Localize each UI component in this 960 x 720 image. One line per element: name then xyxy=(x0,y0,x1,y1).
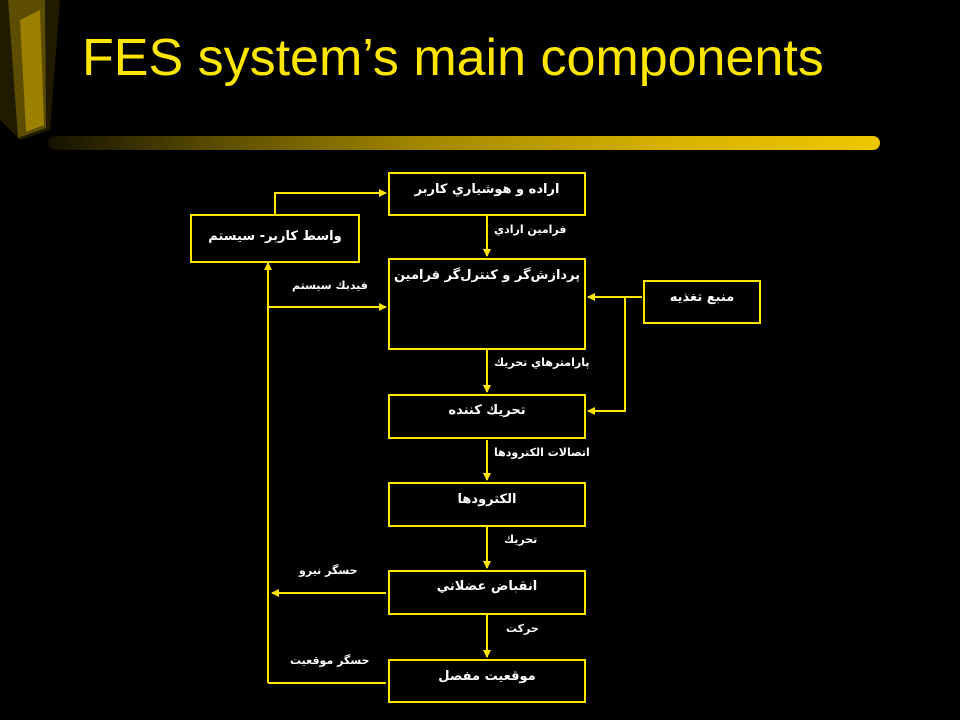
slide-title: FES system’s main components xyxy=(82,29,824,87)
box-processor-controller: پردازش‌گر و كنترل‌گر فرامين xyxy=(388,258,586,350)
box-muscle-contraction: انقباض عضلاني xyxy=(388,570,586,615)
box-user-will: اراده و هوشياري كاربر xyxy=(388,172,586,216)
label-position-sensor: حسگر موقعيت xyxy=(290,654,370,667)
label-stimulation: تحريك xyxy=(504,533,538,546)
label-voluntary-commands: فرامين ارادي xyxy=(494,223,567,236)
box-user-interface: واسط كاربر- سيستم xyxy=(190,214,360,263)
label-electrode-connections: اتصالات الكترودها xyxy=(494,446,590,459)
box-stimulator: تحريك كننده xyxy=(388,394,586,439)
label-motion: حركت xyxy=(506,622,539,635)
label-stimulation-parameters: پارامترهاي تحريك xyxy=(494,356,590,369)
box-joint-position: موقعيت مفصل xyxy=(388,659,586,703)
box-power-supply: منبع تغذيه xyxy=(643,280,761,324)
label-force-sensor: حسگر نيرو xyxy=(299,564,358,577)
label-system-feedback: فيدبك سيستم xyxy=(292,279,368,292)
title-underline xyxy=(48,136,880,150)
box-electrodes: الكترودها xyxy=(388,482,586,527)
